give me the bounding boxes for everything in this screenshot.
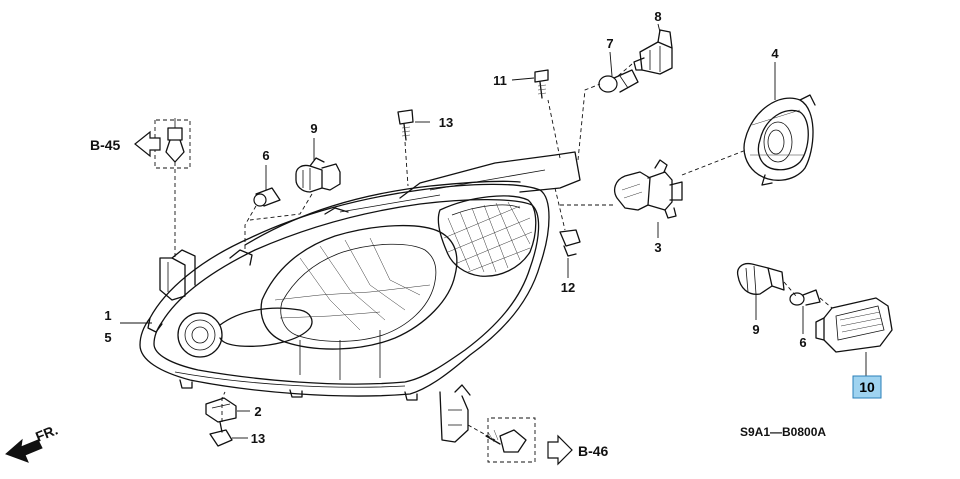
- clip-b45-part[interactable]: [165, 118, 185, 163]
- callout-4[interactable]: 4: [771, 46, 779, 61]
- clip-12-part[interactable]: [559, 229, 581, 257]
- b46-reference[interactable]: B-46: [547, 434, 609, 466]
- callout-1[interactable]: 1: [104, 308, 111, 323]
- callout-5[interactable]: 5: [104, 330, 111, 345]
- callout-10-box: [852, 375, 882, 399]
- dust-cover-part[interactable]: [743, 94, 816, 186]
- side-marker-socket-part[interactable]: [633, 29, 673, 75]
- side-marker-light-part[interactable]: [815, 297, 893, 353]
- bolt-13-lower-part[interactable]: [209, 421, 233, 447]
- turn-signal-lens-hatch: [443, 201, 533, 273]
- callout-7[interactable]: 7: [606, 36, 613, 51]
- callout-13-lower[interactable]: 13: [251, 431, 265, 446]
- nut-2-part[interactable]: [205, 397, 237, 423]
- callout-2[interactable]: 2: [254, 404, 261, 419]
- bolt-13-upper-part[interactable]: [397, 109, 414, 141]
- callout-10: 10: [859, 379, 875, 395]
- callout-6-upper[interactable]: 6: [262, 148, 269, 163]
- callout-3[interactable]: 3: [654, 240, 661, 255]
- position-bulb-part[interactable]: [253, 187, 281, 207]
- b46-label: B-46: [578, 443, 609, 459]
- callout-12[interactable]: 12: [561, 280, 575, 295]
- callout-10-highlight[interactable]: 10: [852, 375, 882, 399]
- leader-lines: [120, 23, 867, 463]
- headlight-bulb-part[interactable]: [614, 159, 683, 219]
- headlight-assembly[interactable]: [139, 151, 581, 443]
- front-direction-indicator: FR.: [5, 421, 60, 463]
- side-marker-socket-lower-part[interactable]: [736, 262, 785, 295]
- diagram-code: S9A1—B0800A: [740, 425, 826, 439]
- callout-8[interactable]: 8: [654, 9, 661, 24]
- front-label: FR.: [33, 421, 60, 444]
- callout-11[interactable]: 11: [493, 73, 507, 88]
- side-marker-bulb-part[interactable]: [789, 289, 821, 306]
- turn-signal-socket-part[interactable]: [295, 157, 341, 193]
- wedge-bulb-part[interactable]: [598, 69, 639, 93]
- b45-reference[interactable]: B-45: [90, 130, 161, 158]
- callout-9-right[interactable]: 9: [752, 322, 759, 337]
- callout-13-upper[interactable]: 13: [439, 115, 453, 130]
- callout-numbers: 8 7 4 11 13 9 6 3 12 1 5 2 13 9 6: [104, 9, 806, 446]
- bolt-11-part[interactable]: [534, 69, 549, 99]
- bolt-b46-part[interactable]: [485, 429, 527, 453]
- b45-label: B-45: [90, 137, 121, 153]
- callout-9-upper[interactable]: 9: [310, 121, 317, 136]
- callout-6-right[interactable]: 6: [799, 335, 806, 350]
